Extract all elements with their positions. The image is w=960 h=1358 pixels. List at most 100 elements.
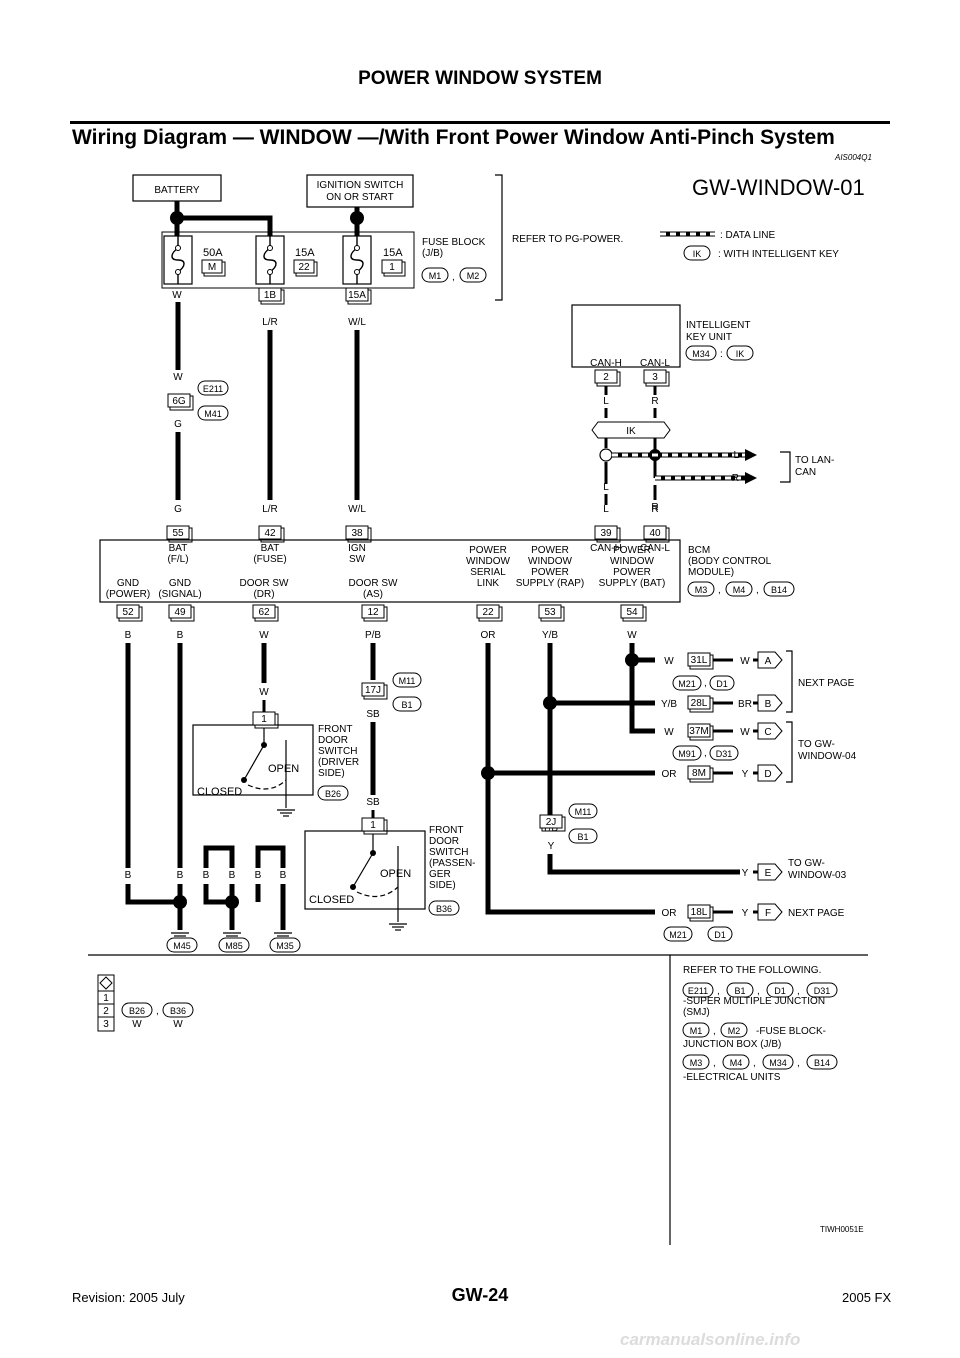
wire-color: W <box>664 727 674 738</box>
wire-color: B <box>177 630 184 641</box>
bcm-bottom-pin <box>116 604 140 619</box>
switch-open: OPEN <box>268 763 299 775</box>
watermark: carmanualsonline.info <box>620 1330 801 1349</box>
output-pin <box>687 652 711 667</box>
figure-code: TIWH0051E <box>820 1225 864 1234</box>
output-letter: C <box>764 727 771 738</box>
bcm-bottom-pin <box>476 604 500 619</box>
can-h-open-terminal <box>599 448 613 462</box>
gnd-wire <box>125 884 180 905</box>
conn-table-pin: 3 <box>103 1019 109 1030</box>
wire-color: L <box>603 396 609 407</box>
pass-switch-label: SWITCH <box>429 847 468 858</box>
rap-y-wire <box>547 854 740 875</box>
fuse-block-conn-label: M1 <box>429 271 442 281</box>
output-conn-label: D1 <box>714 930 726 940</box>
wire-color: B <box>255 870 262 881</box>
wire-color: R <box>651 504 658 515</box>
output-conn-label: M91 <box>678 749 696 759</box>
bcm-conn-label: M4 <box>733 585 746 595</box>
conn-table <box>97 974 115 1032</box>
ground-conn <box>218 937 250 953</box>
fuse-id-shadow <box>203 261 226 277</box>
bcm-top-pin <box>594 525 618 540</box>
driver-switch-conn <box>317 785 349 801</box>
output-conn <box>672 675 702 691</box>
output-pin-shadow <box>689 697 714 713</box>
ik-pin-name: CAN-H <box>590 358 622 369</box>
fuse-id <box>293 259 315 274</box>
wire-color: W/L <box>348 317 366 328</box>
footer-revision: Revision: 2005 July <box>72 1290 185 1305</box>
refs-conn-label: M3 <box>690 1058 703 1068</box>
wire-color: B <box>125 630 132 641</box>
bcm-pin-label: WINDOW <box>466 556 510 567</box>
jc-conn <box>392 672 422 688</box>
output-conn <box>663 926 693 942</box>
separator: , <box>718 585 721 596</box>
driver-switch-label: FRONT <box>318 724 352 735</box>
doc-code: AIS004Q1 <box>835 153 872 162</box>
separator: , <box>797 1058 800 1069</box>
jc-17j <box>361 682 385 697</box>
wire-color: W <box>259 687 269 698</box>
refs-conn-label: M2 <box>728 1026 741 1036</box>
bcm-pin-label: WINDOW <box>610 556 654 567</box>
legend-data-line-text: : DATA LINE <box>720 230 776 241</box>
separator: , <box>704 678 707 689</box>
refs-smj-text: -SUPER MULTIPLE JUNCTION <box>683 996 825 1007</box>
pass-switch-label: GER <box>429 869 451 880</box>
driver-switch-box <box>192 724 314 796</box>
separator: , <box>756 585 759 596</box>
wire-color: G <box>174 504 182 515</box>
output-pin-shadow <box>689 654 714 670</box>
wire-color: Y <box>742 868 749 879</box>
ignition-label: ON OR START <box>326 192 393 203</box>
bcm-bottom-pin-shadow <box>540 606 565 622</box>
ik-unit-conn <box>685 345 717 361</box>
driver-switch-pin-shadow <box>254 713 279 729</box>
bcm-bottom-pin <box>361 604 385 619</box>
ik-unit-ik-label: IK <box>736 349 745 359</box>
wire-color: Y/B <box>542 630 558 641</box>
output-pin-label: 31L <box>691 655 708 666</box>
bcm-pin-label: POWER <box>613 545 651 556</box>
ik-unit-label: INTELLIGENT <box>686 320 750 331</box>
output-conn-label: M21 <box>669 930 687 940</box>
smj-conn-label: E211 <box>203 384 223 394</box>
output-letter: D <box>764 769 771 780</box>
fuse-id <box>381 259 403 274</box>
pass-switch-label: SIDE) <box>429 880 456 891</box>
ik-option-bar <box>591 421 671 439</box>
refs-conn <box>762 1054 794 1070</box>
pass-switch-conn <box>428 900 460 916</box>
bcm-pin-label: POWER <box>531 567 569 578</box>
battery-label: BATTERY <box>154 185 200 196</box>
pass-switch-pin-shadow <box>363 819 388 835</box>
pass-switch-pin <box>361 817 385 832</box>
refs-conn-label: M4 <box>730 1058 743 1068</box>
driver-switch-label: SWITCH <box>318 746 357 757</box>
output-arrow <box>757 722 783 740</box>
bcm-pin-label: CAN-H <box>590 543 622 554</box>
bcm-bottom-pin-shadow <box>118 606 143 622</box>
footer-model: 2005 FX <box>842 1290 892 1305</box>
switch-contact <box>350 884 356 890</box>
bcm-top-pin-label: 39 <box>600 528 612 539</box>
fuse-conn-shadow <box>260 289 285 305</box>
fuse-conn <box>345 287 369 302</box>
output-conn <box>707 926 733 942</box>
refs-conn-label: M1 <box>690 1026 703 1036</box>
separator: : <box>720 349 723 360</box>
ignition-label: IGNITION SWITCH <box>317 180 404 191</box>
refs-conn <box>766 982 794 998</box>
separator: , <box>704 748 707 759</box>
bcm-pin-label: (FUSE) <box>253 554 286 565</box>
output-arrow <box>757 651 783 669</box>
bcm-label: MODULE) <box>688 567 734 578</box>
bcm-pin-label: BAT <box>169 543 188 554</box>
fuse-3-terminal <box>354 245 360 251</box>
output-arrow <box>757 903 783 921</box>
ground-conn-label: M85 <box>225 941 243 951</box>
wire-color: L/R <box>262 317 278 328</box>
